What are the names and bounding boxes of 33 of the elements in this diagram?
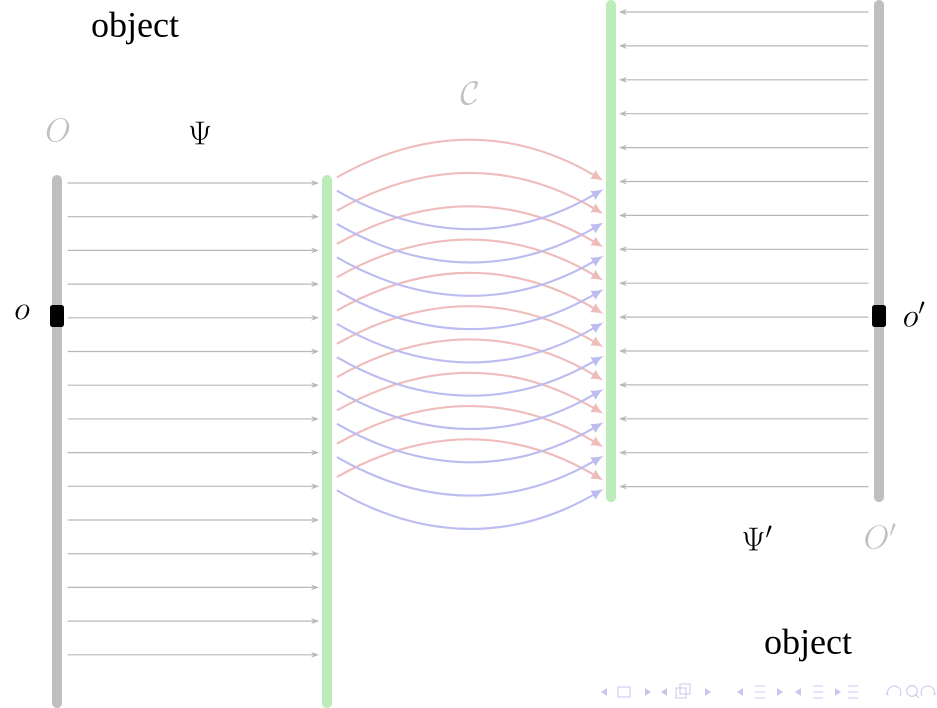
arrow: [336, 172, 602, 214]
math-label: $o$: [16, 304, 30, 320]
math-label: $o'$: [904, 302, 924, 327]
arrow: [336, 138, 602, 180]
arrow: [336, 356, 602, 397]
arrow: [336, 290, 602, 330]
arrow: [336, 422, 602, 464]
arrow: [336, 322, 602, 364]
arrow: [336, 338, 602, 380]
arrow: [336, 223, 602, 264]
math-label: $\Psi'$: [743, 526, 772, 550]
arrow: [336, 256, 602, 297]
arrow: [336, 205, 602, 246]
arrow: [336, 372, 602, 413]
word-label: object: [765, 628, 852, 662]
arrow: [336, 489, 602, 530]
bar: [874, 0, 884, 502]
word-label: object: [92, 12, 179, 44]
arrow: [336, 190, 602, 230]
arrow: [336, 456, 602, 497]
bar: [606, 0, 616, 502]
bar: [322, 174, 332, 708]
arrow: [336, 272, 602, 314]
arrow: [336, 238, 602, 280]
math-label: $O$: [46, 118, 70, 142]
math-label: $\mathcal{C}$: [460, 80, 478, 106]
bar: [52, 174, 62, 708]
arrow: [336, 405, 602, 446]
arrow: [336, 438, 602, 480]
math-label: $\Psi$: [190, 122, 210, 144]
arrow: [336, 390, 602, 430]
arrow: [336, 305, 602, 346]
math-label: $O'$: [865, 524, 896, 550]
